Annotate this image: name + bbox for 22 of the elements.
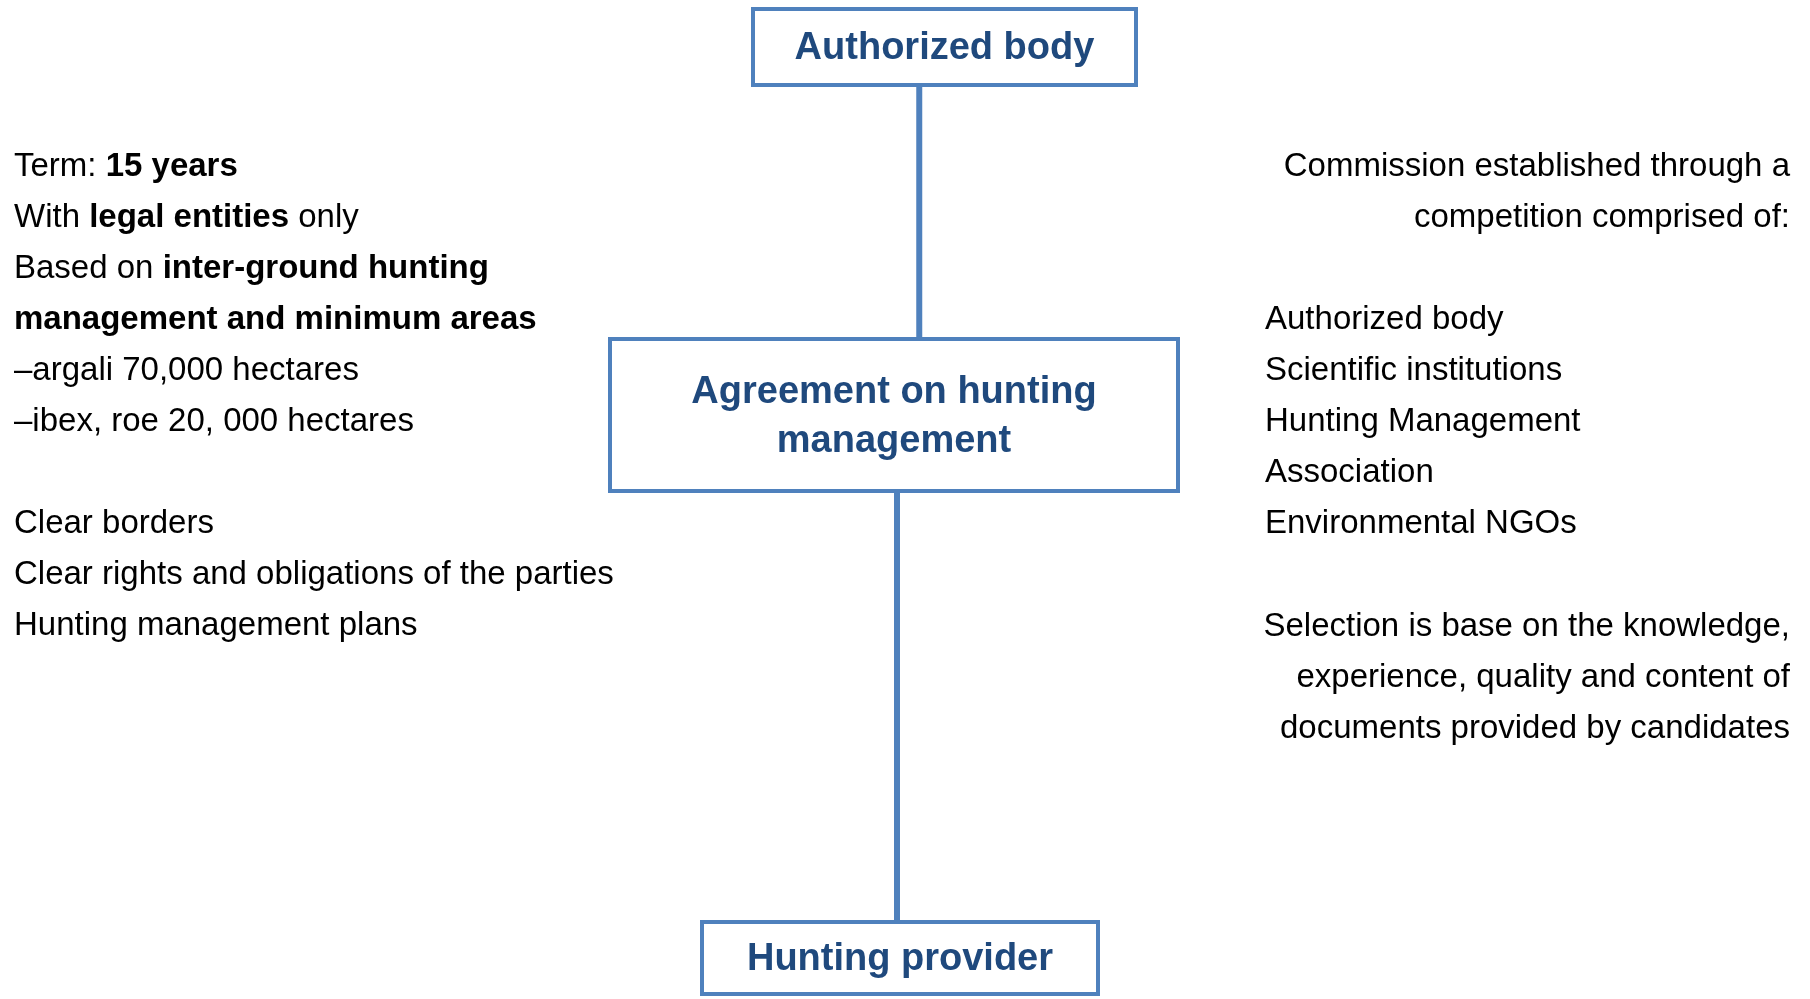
connector-line — [916, 87, 923, 337]
process-box — [700, 920, 1100, 996]
box-title: Authorized body — [794, 24, 1095, 70]
text-line: Authorized body — [1265, 298, 1505, 338]
box-title: Hunting provider — [746, 935, 1054, 981]
process-box — [608, 337, 1180, 493]
text-line: Based on inter-ground hunting management and minimum areas — [14, 247, 538, 338]
process-box — [751, 7, 1138, 87]
connector-line — [894, 493, 900, 920]
box-title: Agreement on hunting management — [690, 367, 1098, 462]
text-line: Hunting Management Association — [1265, 400, 1582, 491]
text-line: Selection is base on the knowledge, experience, quality and content of documents provided by candidates — [1262, 605, 1790, 747]
text-line: Clear rights and obligations of the parties — [14, 553, 614, 593]
text-line: Term: 15 years — [14, 145, 239, 185]
text-line: With legal entities only — [14, 196, 360, 236]
text-line: Environmental NGOs — [1265, 502, 1578, 542]
text-line: Hunting management plans — [14, 604, 419, 644]
text-line: Commission established through a competition comprised of: — [1282, 145, 1790, 236]
text-line: Clear borders — [14, 502, 215, 542]
text-line: –argali 70,000 hectares — [14, 349, 360, 389]
text-line: Scientific institutions — [1265, 349, 1564, 389]
text-line: –ibex, roe 20, 000 hectares — [14, 400, 415, 440]
